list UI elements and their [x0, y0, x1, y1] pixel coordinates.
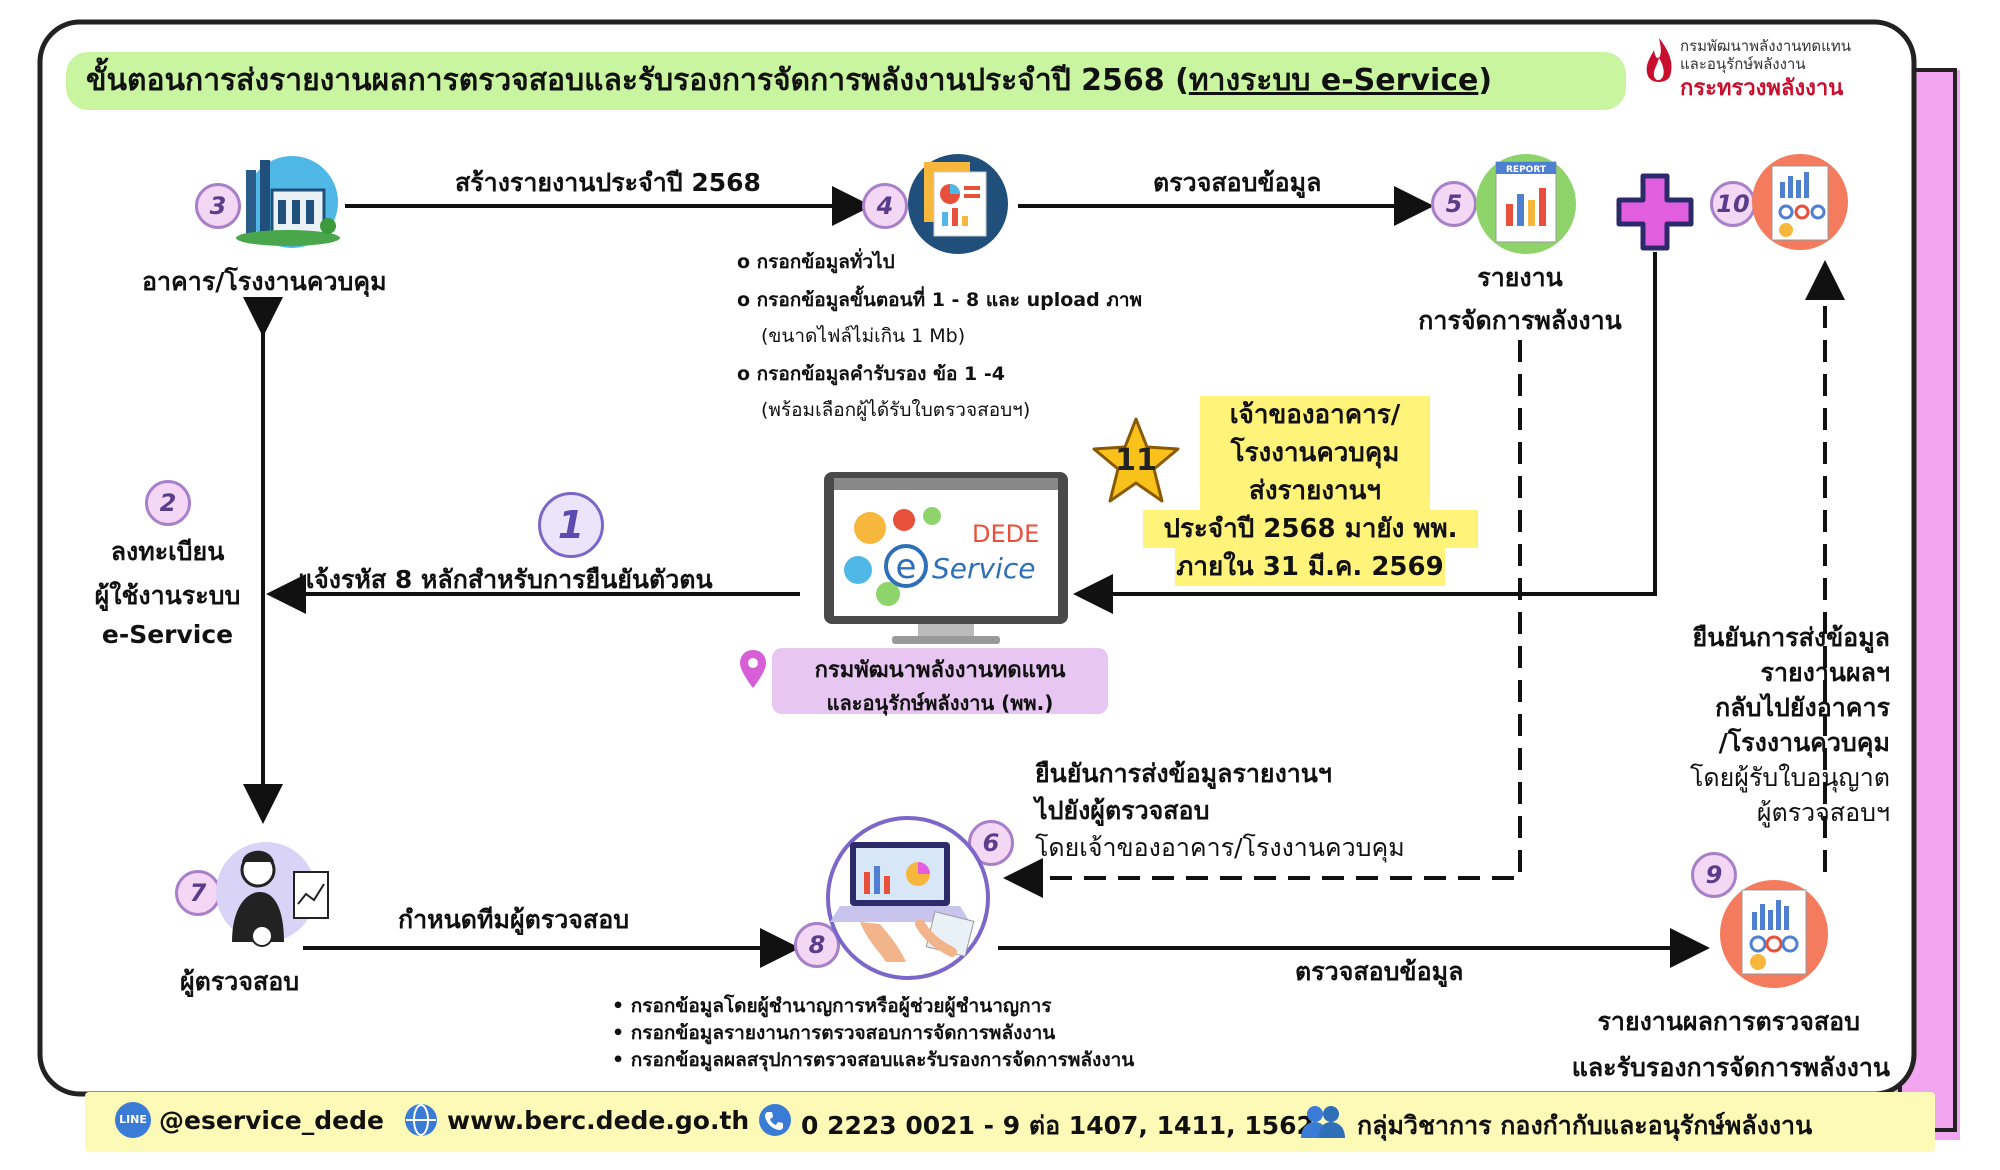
step-1-number: 1	[557, 503, 585, 547]
building-icon	[236, 156, 340, 248]
step-11-star-icon	[1092, 417, 1180, 503]
step-8-bullet: • กรอกข้อมูลรายงานการตรวจสอบการจัดการพลั…	[612, 1022, 1056, 1044]
step-8-bullet: • กรอกข้อมูลโดยผู้ชำนาญการหรือผู้ช่วยผู้…	[612, 995, 1052, 1017]
bullet-text: กรอกข้อมูลขั้นตอนที่ 1 - 8 และ upload ภา…	[756, 289, 1143, 311]
step-3-number: 3	[195, 183, 241, 229]
bullet-sub: (พร้อมเลือกผู้ได้รับใบตรวจสอบฯ)	[761, 399, 1031, 421]
step-7-label: ผู้ตรวจสอบ	[180, 967, 300, 996]
arrow-label-verify-bottom: ตรวจสอบข้อมูล	[1295, 957, 1464, 986]
inspection-report-icon	[1720, 880, 1828, 988]
confirm-back-line3: กลับไปยังอาคาร	[1715, 693, 1890, 722]
dashed-5-to-6	[1003, 340, 1522, 898]
owner-submit-upper: เจ้าของอาคาร/ โรงงานควบคุม ส่งรายงานฯ	[1200, 396, 1430, 510]
confirm-back-line5: โดยผู้รับใบอนุญาต	[1689, 763, 1890, 792]
report-icon: REPORT	[1476, 154, 1576, 254]
screen-dede-text: DEDE	[972, 520, 1039, 548]
step-10-number: 10	[1710, 181, 1756, 227]
report-badge-text: REPORT	[1506, 165, 1547, 175]
step-9-number: 9	[1691, 852, 1737, 898]
step-4-bullet: o กรอกข้อมูลคำรับรอง ข้อ 1 -4	[737, 363, 1005, 385]
bullet-text: กรอกข้อมูลทั่วไป	[756, 251, 895, 273]
step-9-label: รายงานผลการตรวจสอบ และรับรองการจัดการพลั…	[1480, 1002, 1890, 1088]
location-pin-icon	[740, 650, 766, 688]
dede-agency-label: กรมพัฒนาพลังงานทดแทน และอนุรักษ์พลังงาน …	[772, 648, 1108, 715]
laptop-typing-icon	[826, 816, 990, 980]
owner-line1: เจ้าของอาคาร/	[1200, 396, 1430, 434]
title-underlined: ทางระบบ e-Service	[1188, 63, 1479, 98]
confirm-back-text: ยืนยันการส่งข้อมูล รายงานผลฯ กลับไปยังอา…	[1540, 620, 1890, 830]
line-icon: LINE	[115, 1102, 151, 1138]
step-2-label: ลงทะเบียน ผู้ใช้งานระบบ e-Service	[55, 532, 280, 649]
step-5-label: รายงาน การจัดการพลังงาน	[1395, 258, 1645, 341]
step-4-bullets: o กรอกข้อมูลทั่วไป o กรอกข้อมูลขั้นตอนที…	[737, 247, 1142, 425]
step-11-number: 11	[1115, 443, 1157, 478]
ministry-logo: กรมพัฒนาพลังงานทดแทน และอนุรักษ์พลังงาน …	[1638, 30, 1898, 101]
footer-bar: LINE @eservice_dede www.berc.dede.go.th …	[85, 1092, 1935, 1152]
step-9-line2: และรับรองการจัดการพลังงาน	[1571, 1053, 1890, 1082]
step-2-number: 2	[145, 480, 191, 526]
step-8-bullets: • กรอกข้อมูลโดยผู้ชำนาญการหรือผู้ช่วยผู้…	[612, 993, 1134, 1074]
arrow-label-notify-code: แจ้งรหัส 8 หลักสำหรับการยืนยันตัวตน	[298, 565, 713, 594]
title-close: )	[1478, 63, 1493, 98]
confirm-to-inspector-text: ยืนยันการส่งข้อมูลรายงานฯ ไปยังผู้ตรวจสอ…	[1035, 755, 1405, 866]
bullet-text: กรอกข้อมูลโดยผู้ชำนาญการหรือผู้ช่วยผู้ชำ…	[630, 995, 1052, 1017]
dede-line1: กรมพัฒนาพลังงานทดแทน	[814, 658, 1066, 683]
page-title: ขั้นตอนการส่งรายงานผลการตรวจสอบและรับรอง…	[66, 52, 1626, 110]
owner-line5: ภายใน 31 มี.ค. 2569	[1175, 548, 1445, 586]
plus-icon	[1616, 173, 1694, 251]
analytics-report-icon	[1752, 154, 1848, 250]
step-1-badge: 1	[538, 492, 604, 558]
step-5-number: 5	[1431, 181, 1477, 227]
screen-service-text: Service	[932, 552, 1035, 585]
step-3-label: อาคาร/โรงงานควบคุม	[142, 267, 387, 296]
footer-group: กลุ่มวิชาการ กองกำกับและอนุรักษ์พลังงาน	[1357, 1111, 1813, 1140]
step-2-line2: ผู้ใช้งานระบบ	[94, 581, 241, 610]
logo-line1: กรมพัฒนาพลังงานทดแทน	[1680, 37, 1851, 55]
arrow-plus-to-dede	[1073, 252, 1657, 614]
logo-line3: กระทรวงพลังงาน	[1680, 76, 1844, 101]
owner-line4: ประจำปี 2568 มายัง พพ.	[1143, 510, 1478, 548]
title-main: ขั้นตอนการส่งรายงานผลการตรวจสอบและรับรอง…	[86, 63, 1189, 98]
dede-eservice-monitor: e DEDE Service	[824, 472, 1068, 644]
flame-logo-icon	[1646, 38, 1672, 82]
step-8-number: 8	[794, 922, 840, 968]
confirm-inspector-line3: โดยเจ้าของอาคาร/โรงงานควบคุม	[1035, 833, 1405, 862]
step-5-line2: การจัดการพลังงาน	[1418, 306, 1622, 335]
footer-phone[interactable]: 0 2223 0021 - 9 ต่อ 1407, 1411, 1562	[801, 1111, 1314, 1140]
arrow-label-verify-top: ตรวจสอบข้อมูล	[1153, 168, 1322, 197]
dede-line2: และอนุรักษ์พลังงาน (พพ.)	[826, 691, 1054, 715]
confirm-back-line2: รายงานผลฯ	[1760, 658, 1890, 687]
step-4-bullet: o กรอกข้อมูลทั่วไป	[737, 251, 895, 273]
step-8-bullet: • กรอกข้อมูลผลสรุปการตรวจสอบและรับรองการ…	[612, 1049, 1135, 1071]
group-users-icon	[1301, 1106, 1345, 1138]
documents-chart-icon	[908, 154, 1008, 254]
bullet-text: กรอกข้อมูลคำรับรอง ข้อ 1 -4	[756, 363, 1005, 385]
owner-line2: โรงงานควบคุม	[1200, 434, 1430, 472]
owner-submit-lower: ประจำปี 2568 มายัง พพ. ภายใน 31 มี.ค. 25…	[1143, 510, 1478, 586]
screen-e-letter: e	[896, 547, 917, 587]
step-4-number: 4	[862, 183, 908, 229]
confirm-inspector-line1: ยืนยันการส่งข้อมูลรายงานฯ	[1035, 759, 1332, 788]
footer-line-id[interactable]: @eservice_dede	[159, 1106, 384, 1135]
confirm-back-line4: /โรงงานควบคุม	[1718, 728, 1890, 757]
step-4-bullet: o กรอกข้อมูลขั้นตอนที่ 1 - 8 และ upload …	[737, 289, 1143, 311]
phone-icon	[759, 1104, 791, 1136]
owner-line3: ส่งรายงานฯ	[1200, 472, 1430, 510]
inspector-person-icon	[216, 842, 329, 947]
confirm-inspector-line2: ไปยังผู้ตรวจสอบ	[1035, 796, 1210, 825]
footer-website[interactable]: www.berc.dede.go.th	[447, 1106, 750, 1135]
bullet-text: กรอกข้อมูลรายงานการตรวจสอบการจัดการพลังง…	[630, 1022, 1056, 1044]
confirm-back-line6: ผู้ตรวจสอบฯ	[1756, 798, 1890, 827]
arrow-label-assign-team: กำหนดทีมผู้ตรวจสอบ	[398, 905, 630, 934]
bullet-sub: (ขนาดไฟล์ไม่เกิน 1 Mb)	[761, 325, 966, 347]
arrow-label-create-report: สร้างรายงานประจำปี 2568	[455, 168, 761, 197]
globe-icon	[405, 1104, 437, 1136]
step-9-line1: รายงานผลการตรวจสอบ	[1597, 1007, 1860, 1036]
confirm-back-line1: ยืนยันการส่งข้อมูล	[1692, 623, 1890, 652]
step-2-line1: ลงทะเบียน	[110, 537, 225, 566]
step-2-line3: e-Service	[101, 620, 234, 649]
bullet-text: กรอกข้อมูลผลสรุปการตรวจสอบและรับรองการจั…	[630, 1049, 1135, 1071]
step-5-line1: รายงาน	[1477, 263, 1563, 292]
logo-line2: และอนุรักษ์พลังงาน	[1680, 55, 1806, 73]
